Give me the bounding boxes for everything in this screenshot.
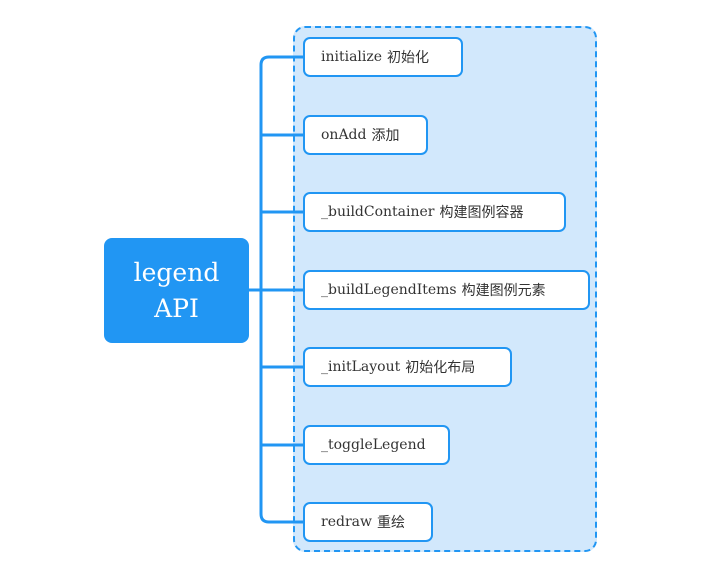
node-method-name: _toggleLegend <box>321 437 426 453</box>
root-label-line2: API <box>154 293 199 323</box>
node-description: 构建图例容器 <box>439 205 524 221</box>
node-description: 构建图例元素 <box>461 283 546 299</box>
node-method-name: redraw <box>321 514 372 530</box>
child-node-buildlegenditems[interactable]: _buildLegendItems 构建图例元素 <box>303 270 590 310</box>
child-node-initialize[interactable]: initialize 初始化 <box>303 37 463 77</box>
child-node-redraw[interactable]: redraw 重绘 <box>303 502 433 542</box>
child-node-onadd[interactable]: onAdd 添加 <box>303 115 428 155</box>
node-description: 添加 <box>371 128 400 144</box>
node-method-name: onAdd <box>321 127 367 143</box>
node-description: 初始化布局 <box>405 360 476 376</box>
child-node-initlayout[interactable]: _initLayout 初始化布局 <box>303 347 512 387</box>
root-label-line1: legend <box>133 257 220 287</box>
node-method-name: initialize <box>321 49 383 65</box>
node-description: 重绘 <box>376 515 405 531</box>
node-method-name: _initLayout <box>321 359 401 375</box>
child-node-buildcontainer[interactable]: _buildContainer 构建图例容器 <box>303 192 566 232</box>
child-node-togglelegend[interactable]: _toggleLegend <box>303 425 450 465</box>
node-description: 初始化 <box>387 50 430 66</box>
node-method-name: _buildLegendItems <box>321 282 457 298</box>
node-method-name: _buildContainer <box>321 204 435 220</box>
root-node[interactable]: legend API <box>104 238 249 343</box>
